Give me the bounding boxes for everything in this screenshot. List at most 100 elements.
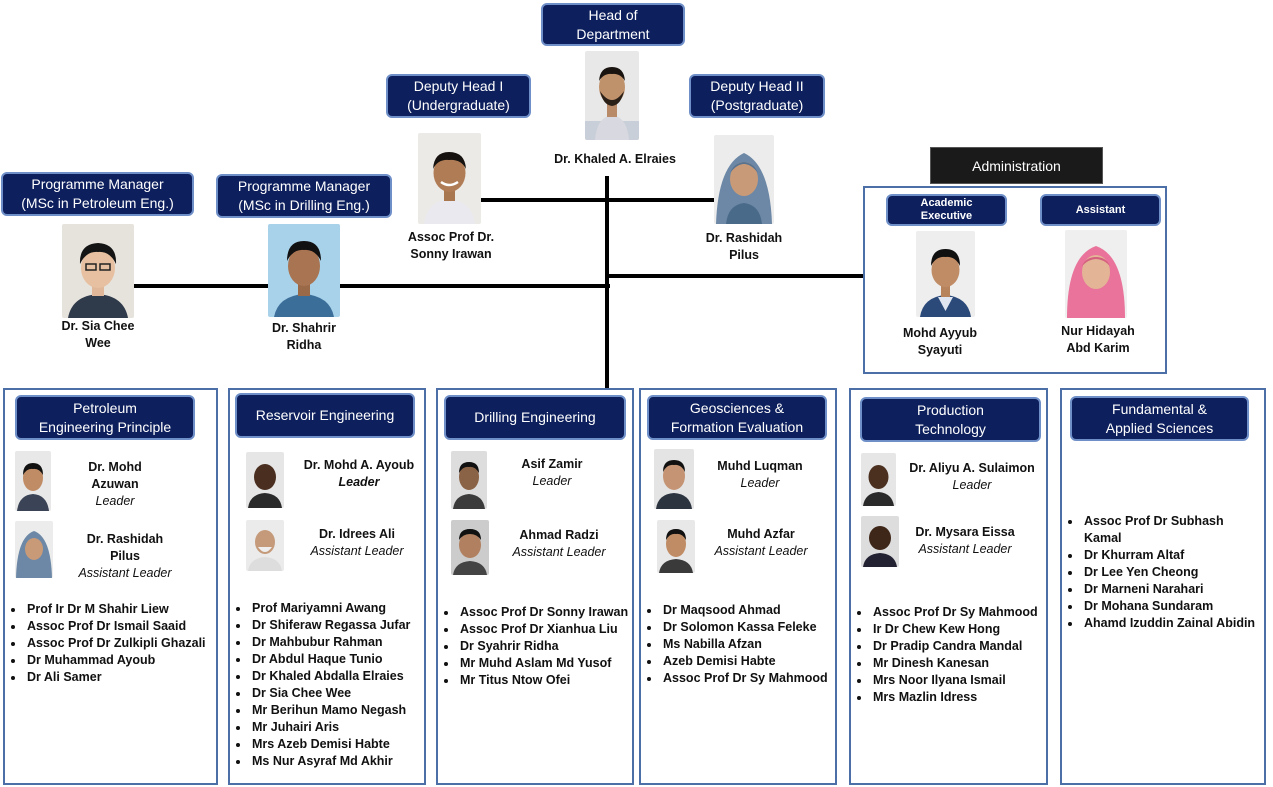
group-title-box: Geosciences & Formation Evaluation (647, 395, 827, 440)
group-member: Dr Muhammad Ayoub (25, 652, 215, 669)
group-title: Geosciences & Formation Evaluation (670, 399, 804, 435)
group-member: Assoc Prof Dr Sy Mahmood (871, 604, 1070, 621)
group-leader-role: Leader (952, 478, 992, 492)
group-member: Mr Titus Ntow Ofei (458, 672, 656, 689)
connector-administration (607, 274, 865, 278)
group-leader-photo (451, 451, 487, 509)
group-assistant-role: Assistant Leader (918, 542, 1012, 556)
group-member: Mr Muhd Aslam Md Yusof (458, 655, 656, 672)
admin-exec-title: Academic Executive (920, 197, 973, 222)
group-member: Dr Marneni Narahari (1082, 581, 1262, 598)
group-member-list: Assoc Prof Dr Sonny Irawan Assoc Prof Dr… (436, 604, 656, 689)
pm2-photo (268, 224, 340, 317)
group-member: Dr Shiferaw Regassa Jufar (250, 617, 448, 634)
deputy2-photo (714, 135, 774, 224)
administration-title: Administration (930, 147, 1103, 184)
group-leader-photo (15, 451, 51, 511)
pm1-photo (62, 224, 134, 318)
group-assistant-photo (657, 520, 695, 573)
group-member-list: Prof Ir Dr M Shahir Liew Assoc Prof Dr I… (3, 601, 215, 686)
deputy2-title-box: Deputy Head II (Postgraduate) (689, 74, 825, 118)
group-title-box: Production Technology (860, 397, 1041, 442)
head-title-box: Head of Department (541, 3, 685, 46)
deputy1-title-box: Deputy Head I (Undergraduate) (386, 74, 531, 118)
group-assistant-photo (861, 516, 899, 567)
group-assistant-name: Ahmad Radzi (519, 528, 599, 542)
group-leader-role: Leader (338, 475, 380, 489)
group-member: Dr Solomon Kassa Feleke (661, 619, 859, 636)
group-assistant-name: Dr. Idrees Ali (319, 527, 395, 541)
group-member-list: Assoc Prof Dr Sy Mahmood Ir Dr Chew Kew … (849, 604, 1070, 706)
group-member: Dr Maqsood Ahmad (661, 602, 859, 619)
group-panel-drilling-engineering (436, 388, 634, 785)
group-assistant-photo (246, 520, 284, 571)
group-member: Ahamd Izuddin Zainal Abidin (1082, 615, 1262, 632)
deputy2-name: Dr. Rashidah Pilus (705, 231, 783, 262)
group-member-list: Prof Mariyamni Awang Dr Shiferaw Regassa… (228, 600, 448, 770)
group-member: Dr Mahbubur Rahman (250, 634, 448, 651)
group-member: Assoc Prof Dr Xianhua Liu (458, 621, 656, 638)
group-leader-name: Dr. Mohd A. Ayoub (303, 458, 415, 472)
group-member: Assoc Prof Dr Sy Mahmood (661, 670, 859, 687)
pm2-title: Programme Manager (MSc in Drilling Eng.) (237, 178, 371, 213)
group-member: Mrs Mazlin Idress (871, 689, 1070, 706)
deputy2-title: Deputy Head II (Postgraduate) (710, 78, 804, 113)
admin-exec-name: Mohd Ayyub Syayuti (902, 326, 978, 357)
group-title: Reservoir Engineering (255, 407, 395, 423)
admin-assistant-name: Nur Hidayah Abd Karim (1061, 324, 1135, 355)
group-panel-production-technology (849, 388, 1048, 785)
group-member: Assoc Prof Dr Ismail Saaid (25, 618, 215, 635)
group-title: Petroleum Engineering Principle (38, 399, 172, 435)
group-member: Dr Syahrir Ridha (458, 638, 656, 655)
group-title: Drilling Engineering (474, 409, 596, 425)
group-member: Assoc Prof Dr Sonny Irawan (458, 604, 656, 621)
group-leader-role: Leader (532, 474, 572, 488)
group-assistant-photo (451, 520, 489, 575)
group-panel-petroleum-engineering-principle (3, 388, 218, 785)
group-assistant-role: Assistant Leader (78, 566, 172, 580)
group-member: Dr Sia Chee Wee (250, 685, 448, 702)
group-leader-role: Leader (740, 476, 780, 490)
group-assistant-name: Dr. Rashidah Pilus (86, 532, 164, 563)
group-leader-name: Asif Zamir (521, 457, 583, 471)
deputy1-photo (418, 133, 481, 224)
group-member: Assoc Prof Dr Subhash Kamal (1082, 513, 1262, 547)
group-member-list: Dr Maqsood Ahmad Dr Solomon Kassa Feleke… (639, 602, 859, 687)
head-title: Head of Department (576, 6, 650, 42)
group-member: Dr Pradip Candra Mandal (871, 638, 1070, 655)
group-title-box: Petroleum Engineering Principle (15, 395, 195, 440)
group-member: Mr Juhairi Aris (250, 719, 448, 736)
group-member: Azeb Demisi Habte (661, 653, 859, 670)
group-leader-name: Dr. Mohd Azuwan (88, 460, 142, 491)
group-leader-photo (246, 452, 284, 508)
group-leader-role: Leader (95, 494, 135, 508)
group-assistant-name: Dr. Mysara Eissa (915, 525, 1015, 539)
admin-assistant-title-box: Assistant (1040, 194, 1161, 226)
group-member: Mr Dinesh Kanesan (871, 655, 1070, 672)
group-assistant-role: Assistant Leader (714, 544, 808, 558)
admin-exec-photo (916, 231, 975, 317)
admin-exec-title-box: Academic Executive (886, 194, 1007, 226)
pm2-name: Dr. Shahrir Ridha (272, 321, 336, 352)
group-leader-photo (861, 453, 896, 506)
group-member: Dr Khurram Altaf (1082, 547, 1262, 564)
group-title: Fundamental & Applied Sciences (1105, 400, 1214, 436)
group-member: Ir Dr Chew Kew Hong (871, 621, 1070, 638)
group-member: Assoc Prof Dr Zulkipli Ghazali (25, 635, 215, 652)
group-title: Production Technology (915, 401, 986, 437)
group-member: Ms Nur Asyraf Md Akhir (250, 753, 448, 770)
group-member: Mr Berihun Mamo Negash (250, 702, 448, 719)
pm1-name: Dr. Sia Chee Wee (61, 319, 135, 350)
group-assistant-photo (15, 521, 53, 578)
group-member: Dr Abdul Haque Tunio (250, 651, 448, 668)
group-panel-fundamental-applied-sciences (1060, 388, 1266, 785)
